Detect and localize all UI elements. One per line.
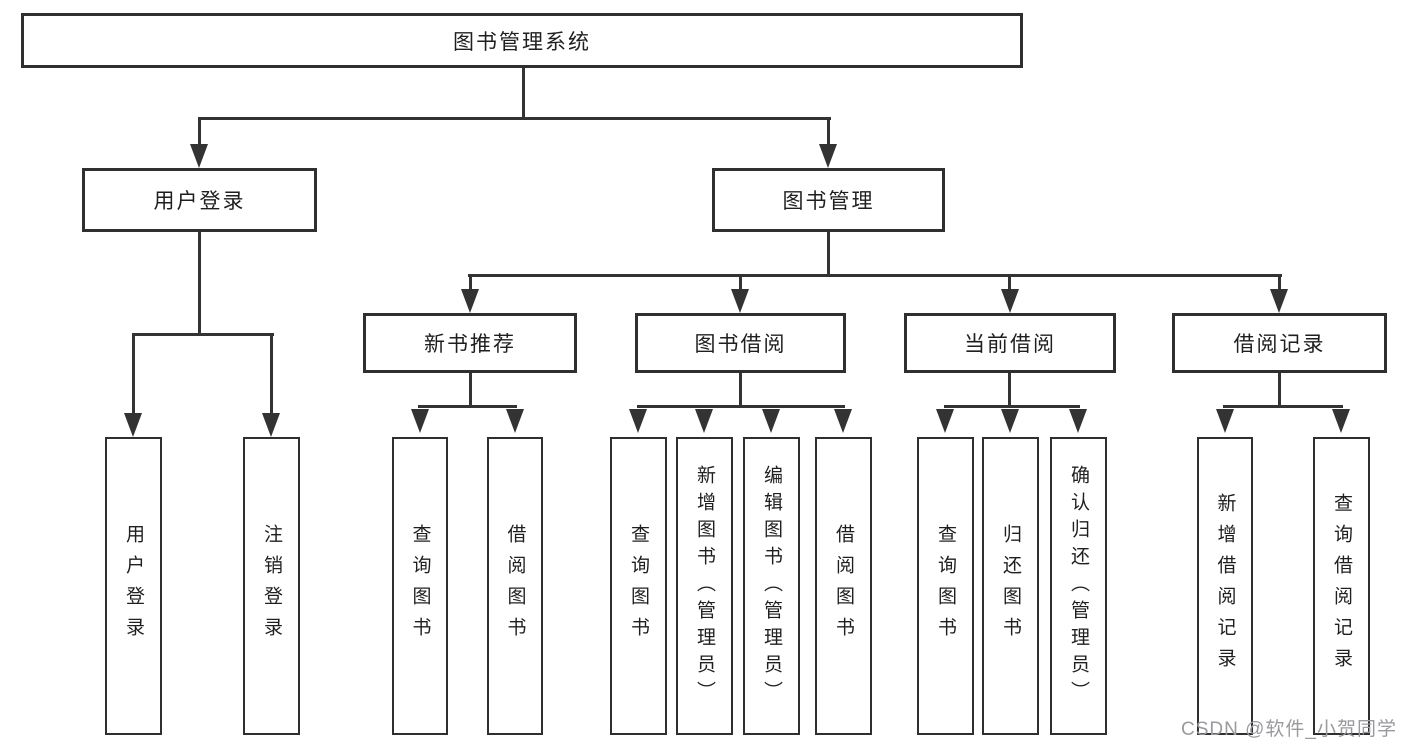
leaf-borrowing-add-books-admin-label: 新增图书（管理员）	[694, 464, 715, 708]
connector-line	[637, 405, 845, 408]
connector-arrowhead	[1332, 409, 1350, 433]
leaf-recommend-borrow-books: 借阅图书	[487, 437, 543, 735]
connector-line	[132, 333, 274, 336]
node-borrow-records-label: 借阅记录	[1233, 333, 1326, 356]
node-root-label: 图书管理系统	[453, 30, 591, 54]
connector-line	[739, 373, 742, 407]
leaf-records-query-record: 查询借阅记录	[1313, 437, 1370, 735]
connector-arrowhead	[411, 409, 429, 433]
leaf-borrowing-add-books-admin: 新增图书（管理员）	[676, 437, 733, 735]
connector-arrowhead	[695, 409, 713, 433]
connector-arrowhead	[936, 409, 954, 433]
connector-arrowhead	[834, 409, 852, 433]
leaf-current-return-books-label: 归还图书	[1000, 524, 1021, 648]
csdn-watermark: CSDN @软件_小贺同学	[1181, 719, 1397, 740]
connector-line	[418, 405, 517, 408]
leaf-recommend-query-books-label: 查询图书	[409, 524, 431, 648]
leaf-borrowing-query-books-label: 查询图书	[628, 524, 649, 648]
leaf-current-confirm-return-admin: 确认归还（管理员）	[1050, 437, 1107, 735]
connector-line	[469, 373, 472, 407]
leaf-recommend-borrow-books-label: 借阅图书	[504, 524, 526, 648]
leaf-borrowing-borrow-books: 借阅图书	[815, 437, 872, 735]
leaf-borrowing-edit-books-admin: 编辑图书（管理员）	[743, 437, 800, 735]
leaf-records-query-record-label: 查询借阅记录	[1331, 493, 1352, 679]
connector-line	[270, 333, 273, 415]
connector-arrowhead	[262, 413, 280, 437]
leaf-borrowing-borrow-books-label: 借阅图书	[833, 524, 854, 648]
connector-arrowhead	[124, 413, 142, 437]
connector-line	[827, 232, 830, 277]
connector-line	[1278, 373, 1281, 407]
connector-arrowhead	[1001, 289, 1019, 313]
node-book-borrowing: 图书借阅	[635, 313, 846, 373]
connector-line	[1278, 274, 1281, 291]
connector-arrowhead	[190, 144, 208, 168]
leaf-borrowing-edit-books-admin-label: 编辑图书（管理员）	[761, 464, 782, 708]
leaf-records-add-record: 新增借阅记录	[1197, 437, 1253, 735]
connector-line	[198, 117, 831, 120]
node-new-book-recommend-label: 新书推荐	[424, 333, 516, 356]
connector-arrowhead	[819, 144, 837, 168]
connector-line	[468, 274, 1282, 277]
node-current-borrowing: 当前借阅	[904, 313, 1116, 373]
node-book-management-label: 图书管理	[782, 190, 875, 213]
connector-arrowhead	[629, 409, 647, 433]
connector-line	[132, 333, 135, 415]
connector-line	[1223, 405, 1343, 408]
leaf-logout-label: 注销登录	[261, 524, 282, 648]
connector-arrowhead	[461, 289, 479, 313]
connector-line	[469, 274, 472, 291]
leaf-records-add-record-label: 新增借阅记录	[1214, 493, 1236, 679]
connector-arrowhead	[1001, 409, 1019, 433]
leaf-borrowing-query-books: 查询图书	[610, 437, 667, 735]
node-new-book-recommend: 新书推荐	[363, 313, 577, 373]
connector-arrowhead	[762, 409, 780, 433]
leaf-current-query-books: 查询图书	[917, 437, 974, 735]
connector-line	[198, 117, 201, 146]
connector-line	[1008, 373, 1011, 407]
connector-arrowhead	[506, 409, 524, 433]
connector-line	[1008, 274, 1011, 291]
leaf-recommend-query-books: 查询图书	[392, 437, 448, 735]
connector-arrowhead	[731, 289, 749, 313]
connector-arrowhead	[1270, 289, 1288, 313]
node-root: 图书管理系统	[21, 13, 1023, 68]
node-book-management: 图书管理	[712, 168, 945, 232]
leaf-logout: 注销登录	[243, 437, 300, 735]
node-book-borrowing-label: 图书借阅	[694, 333, 787, 356]
connector-arrowhead	[1069, 409, 1087, 433]
connector-line	[522, 68, 525, 120]
connector-line	[944, 405, 1080, 408]
node-user-login: 用户登录	[82, 168, 317, 232]
leaf-current-confirm-return-admin-label: 确认归还（管理员）	[1068, 464, 1089, 708]
leaf-current-query-books-label: 查询图书	[935, 524, 956, 648]
leaf-current-return-books: 归还图书	[982, 437, 1039, 735]
connector-arrowhead	[1216, 409, 1234, 433]
leaf-user-login-label: 用户登录	[123, 524, 144, 648]
leaf-user-login: 用户登录	[105, 437, 162, 735]
node-current-borrowing-label: 当前借阅	[964, 333, 1056, 356]
connector-line	[198, 232, 201, 335]
connector-line	[827, 117, 830, 146]
node-user-login-label: 用户登录	[153, 190, 246, 213]
node-borrow-records: 借阅记录	[1172, 313, 1387, 373]
connector-line	[739, 274, 742, 291]
